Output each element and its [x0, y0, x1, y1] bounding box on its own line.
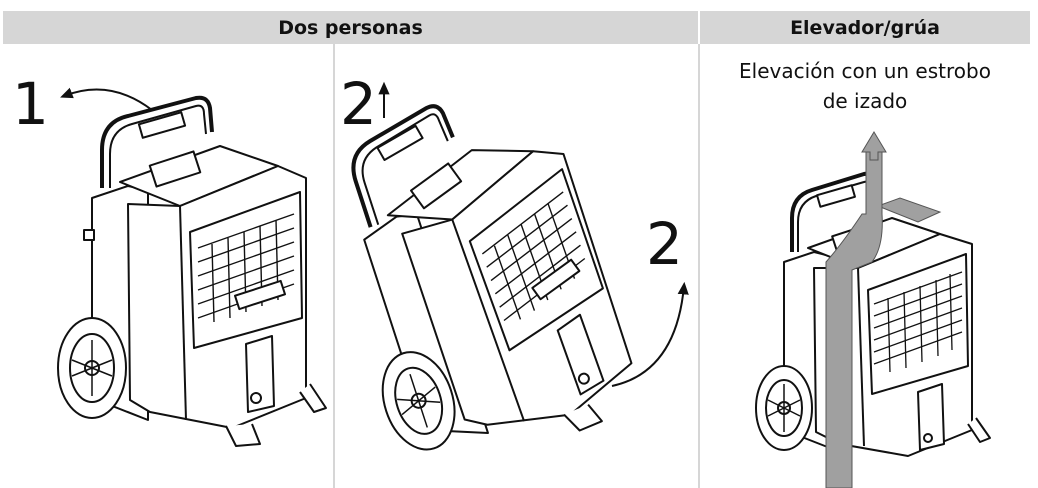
step-2-number: 2	[340, 70, 377, 138]
curved-arrow-left-icon	[60, 87, 153, 111]
lifting-sling	[825, 131, 942, 488]
header-two-people: Dos personas	[3, 11, 698, 44]
hoist-arrow-icon	[861, 131, 887, 161]
curved-arrow-up-icon	[611, 281, 689, 387]
step-2-tilt-number: 2	[646, 210, 683, 278]
header-lift-crane: Elevador/grúa	[700, 11, 1030, 44]
divider-2	[698, 44, 700, 488]
step-1-number: 1	[12, 70, 49, 138]
crane-caption: Elevación con un estrobo de izado	[700, 56, 1030, 116]
crane-caption-line-2: de izado	[822, 89, 908, 113]
divider-1	[333, 44, 335, 488]
dehumidifier-illustration-1	[57, 95, 327, 447]
dehumidifier-illustration-3	[755, 171, 991, 457]
dehumidifier-illustration-2	[351, 104, 633, 451]
header-two-people-label: Dos personas	[278, 16, 423, 39]
header-lift-crane-label: Elevador/grúa	[790, 16, 940, 39]
crane-caption-line-1: Elevación con un estrobo	[739, 59, 991, 83]
